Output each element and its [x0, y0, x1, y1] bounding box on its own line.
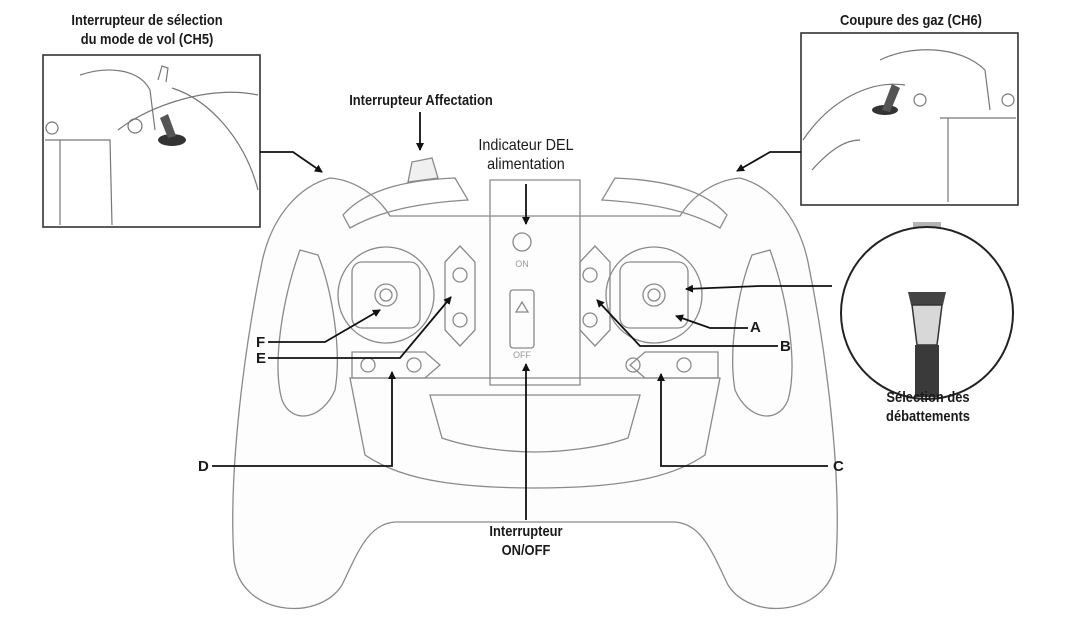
power-led-line2: alimentation	[487, 156, 565, 173]
right-bottom-trim-plate	[629, 351, 719, 379]
slider-on-label: ON	[515, 259, 529, 269]
right-bottom-trim-right	[676, 357, 692, 373]
left-trim-lower	[452, 312, 468, 328]
right-gimbal-ring	[605, 246, 703, 344]
center-column	[489, 179, 581, 386]
left-trim-plate	[444, 245, 476, 347]
callout-a-line	[675, 314, 748, 329]
right-trim-plate	[579, 245, 611, 347]
rate-select-label: Sélection des débattements	[859, 388, 997, 426]
callout-a: A	[750, 319, 761, 336]
callout-f: F	[256, 334, 266, 351]
callout-b-line	[596, 299, 778, 347]
callout-d: D	[198, 458, 209, 475]
left-trim-upper	[452, 267, 468, 283]
rate-select-line2: débattements	[886, 408, 970, 425]
throttle-cut-inset	[800, 32, 1019, 206]
assign-switch-label: Interrupteur Affectation	[349, 92, 493, 109]
callout-d-line	[212, 371, 396, 467]
power-slider-arrow	[514, 300, 530, 313]
rate-switch-cap	[908, 292, 946, 305]
right-stick-base	[642, 283, 666, 307]
power-slider-track	[509, 289, 535, 349]
power-switch-label: Interrupteur ON/OFF	[457, 522, 595, 560]
callout-b: B	[780, 338, 791, 355]
right-top-ridge	[600, 177, 728, 229]
rate-select-line1: Sélection des	[886, 389, 970, 406]
power-switch-line1: Interrupteur	[489, 523, 563, 540]
rate-select-leader	[685, 284, 832, 293]
power-led-line1: Indicateur DEL	[478, 137, 574, 154]
toggle-lever	[882, 84, 900, 112]
rate-select-inset	[840, 222, 1014, 400]
rate-switch-stem	[911, 304, 943, 346]
power-led	[512, 232, 532, 252]
left-top-ridge	[342, 177, 470, 229]
callout-e: E	[256, 350, 267, 367]
callout-c: C	[833, 458, 844, 475]
assign-button-body	[407, 157, 439, 183]
flight-mode-leader	[260, 151, 323, 173]
throttle-cut-leader	[736, 151, 801, 172]
flight-mode-switch-line1: Interrupteur de sélection	[71, 12, 223, 29]
callout-c-line	[657, 373, 828, 467]
flight-mode-switch-label: Interrupteur de sélection du mode de vol…	[40, 11, 255, 49]
toggle-lever	[160, 114, 176, 138]
slider-off-label: OFF	[513, 350, 531, 360]
throttle-cut-label: Coupure des gaz (CH6)	[840, 12, 982, 29]
callout-e-line	[268, 296, 452, 359]
flight-mode-switch-line2: du mode de vol (CH5)	[80, 31, 214, 48]
left-gimbal-ring	[337, 246, 435, 344]
left-bottom-trim-plate	[351, 351, 441, 379]
leader-lines	[212, 112, 832, 520]
right-stick-top	[647, 288, 661, 302]
left-grip-inner	[277, 249, 338, 417]
right-trim-lower	[582, 312, 598, 328]
left-bottom-trim-right	[406, 357, 422, 373]
right-bottom-trim-left	[625, 357, 641, 373]
callout-f-line	[268, 309, 381, 343]
lower-inset	[429, 394, 641, 453]
right-grip-inner	[732, 249, 793, 417]
right-trim-upper	[582, 267, 598, 283]
left-gimbal-plate	[351, 261, 421, 329]
right-gimbal-plate	[619, 261, 689, 329]
lower-panel	[349, 377, 721, 489]
power-switch-line2: ON/OFF	[501, 542, 551, 559]
flight-mode-switch-inset	[42, 54, 261, 228]
left-stick-base	[374, 283, 398, 307]
power-led-label: Indicateur DEL alimentation	[454, 136, 598, 174]
toggle-base	[158, 134, 186, 146]
left-stick-top	[379, 288, 393, 302]
